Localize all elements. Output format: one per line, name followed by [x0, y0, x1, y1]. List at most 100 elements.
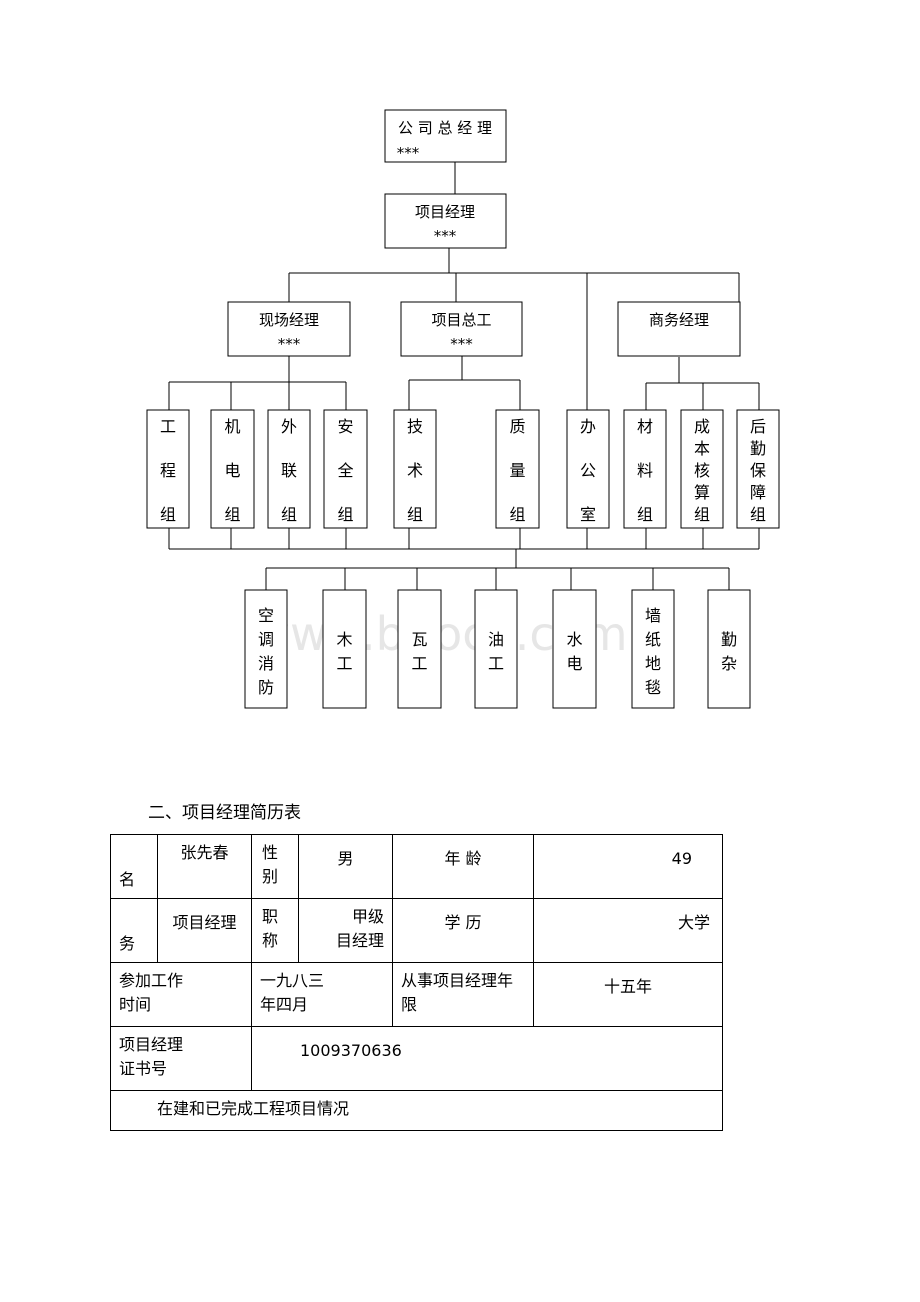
node-char: 保 — [750, 461, 766, 480]
org-node-general-manager — [384, 109, 507, 163]
node-sublabel: *** — [278, 335, 301, 353]
node-sublabel: *** — [450, 335, 473, 353]
position-value: 项目经理 — [157, 898, 252, 963]
node-char: 核 — [694, 461, 710, 480]
node-char: 墙 — [645, 606, 661, 625]
name-label: 名 — [110, 834, 158, 899]
org-node-group — [323, 409, 368, 529]
org-node-group — [680, 409, 724, 529]
title-value: 甲级 目经理 — [298, 898, 393, 963]
org-node-group — [623, 409, 667, 529]
org-node-group — [736, 409, 780, 529]
projects-label: 在建和已完成工程项目情况 — [109, 1090, 724, 1131]
position-label: 务 — [110, 898, 158, 963]
node-char: 空 — [258, 606, 274, 625]
education-label: 学 历 — [392, 898, 534, 963]
node-char: 外 — [281, 417, 297, 436]
node-char: 电 — [224, 461, 240, 480]
org-node-team — [244, 589, 288, 709]
node-char: 勤 — [721, 630, 737, 649]
node-char: 纸 — [645, 630, 661, 649]
node-char: 术 — [407, 461, 423, 480]
node-char: 公 — [580, 461, 596, 480]
table-row: 项目经理 证书号 1009370636 — [110, 1026, 724, 1091]
node-char: 油 — [488, 630, 504, 649]
age-value: 49 — [532, 834, 724, 899]
node-char: 本 — [694, 439, 710, 458]
table-row: 参加工作 时间 一九八三 年四月 从事项目经理年 限 十五年 — [110, 962, 724, 1027]
title-label: 职 称 — [251, 898, 299, 963]
join-work-value: 一九八三 年四月 — [251, 962, 393, 1027]
org-node-group — [566, 409, 610, 529]
node-char: 组 — [337, 505, 353, 524]
node-char: 机 — [224, 417, 240, 436]
node-char: 工 — [488, 654, 504, 673]
node-sublabel: *** — [397, 144, 420, 162]
table-row: 务 项目经理 职 称 甲级 目经理 学 历 大学 — [110, 898, 724, 963]
node-char: 防 — [258, 678, 274, 697]
node-char: 质 — [509, 417, 525, 436]
org-node-team — [474, 589, 518, 709]
gender-value: 男 — [298, 834, 393, 899]
node-char: 办 — [580, 417, 596, 436]
node-char: 安 — [337, 417, 353, 436]
node-char: 组 — [750, 505, 766, 524]
node-char: 组 — [160, 505, 176, 524]
org-node-team — [631, 589, 675, 709]
node-char: 组 — [637, 505, 653, 524]
node-char: 成 — [694, 417, 710, 436]
section-title: 二、项目经理简历表 — [148, 803, 301, 823]
resume-table: 名 张先春 性 别 男 年 龄 49 务 项目经理 职 称 甲级 目经理 学 历… — [109, 834, 724, 1131]
org-node-team — [397, 589, 442, 709]
org-node-group — [393, 409, 437, 529]
node-char: 水 — [566, 630, 582, 649]
node-char: 障 — [750, 483, 766, 502]
node-char: 消 — [258, 654, 274, 673]
org-node-team — [707, 589, 751, 709]
node-char: 程 — [160, 461, 176, 480]
node-char: 工 — [411, 654, 427, 673]
node-char: 组 — [281, 505, 297, 524]
node-char: 全 — [337, 461, 353, 480]
node-char: 材 — [637, 417, 653, 436]
node-char: 勤 — [750, 439, 766, 458]
org-node-team — [552, 589, 597, 709]
org-node-level2 — [617, 301, 741, 357]
node-char: 技 — [407, 417, 423, 436]
org-node-team — [322, 589, 367, 709]
node-char: 电 — [566, 654, 582, 673]
org-node-level2 — [400, 301, 523, 357]
node-char: 组 — [509, 505, 525, 524]
age-label: 年 龄 — [392, 834, 534, 899]
node-char: 工 — [160, 417, 176, 436]
node-char: 调 — [258, 630, 274, 649]
org-node-group — [210, 409, 255, 529]
node-char: 瓦 — [411, 630, 427, 649]
node-char: 算 — [694, 483, 710, 502]
node-char: 杂 — [721, 654, 737, 673]
table-row: 名 张先春 性 别 男 年 龄 49 — [110, 834, 724, 899]
org-chart: www.bdocx.com 公 司 总 经 理***项目经理***现场经理***… — [146, 109, 780, 709]
node-char: 联 — [281, 461, 297, 480]
org-node-level2 — [227, 301, 351, 357]
node-char: 室 — [580, 505, 596, 524]
node-char: 量 — [509, 461, 525, 480]
node-char: 工 — [336, 654, 352, 673]
node-char: 后 — [750, 417, 766, 436]
pm-years-value: 十五年 — [532, 962, 724, 1027]
node-sublabel: *** — [434, 227, 457, 245]
node-label: 项目经理 — [415, 203, 475, 221]
org-node-group — [495, 409, 540, 529]
node-char: 地 — [645, 654, 661, 673]
certificate-value: 1009370636 — [250, 1026, 724, 1091]
node-char: 毯 — [645, 678, 661, 697]
certificate-label: 项目经理 证书号 — [110, 1026, 252, 1091]
org-node-group — [146, 409, 190, 529]
join-work-label: 参加工作 时间 — [110, 962, 252, 1027]
org-node-group — [267, 409, 311, 529]
pm-years-label: 从事项目经理年 限 — [392, 962, 534, 1027]
node-char: 组 — [407, 505, 423, 524]
node-label: 项目总工 — [431, 311, 491, 329]
table-row: 在建和已完成工程项目情况 — [109, 1090, 724, 1131]
node-label: 商务经理 — [649, 311, 709, 329]
